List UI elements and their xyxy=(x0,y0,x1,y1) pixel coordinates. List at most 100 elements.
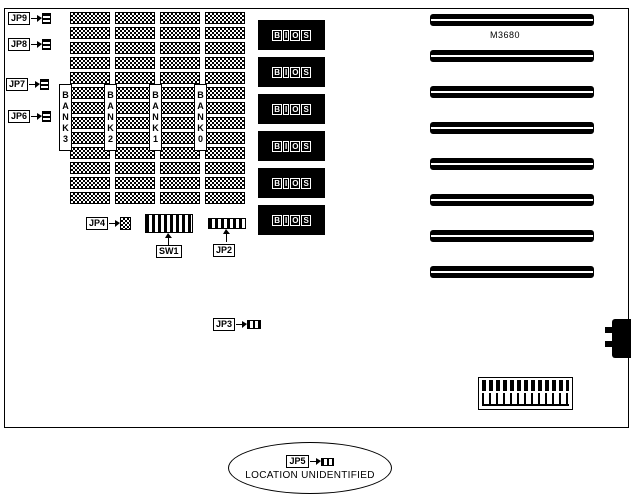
memory-chip xyxy=(205,177,245,189)
location-callout-ellipse: JP5 LOCATION UNIDENTIFIED xyxy=(228,442,392,494)
memory-chip xyxy=(205,87,245,99)
jp4-label: JP4 xyxy=(86,217,109,230)
sw1-dip-switch xyxy=(145,214,193,233)
sw1-label: SW1 xyxy=(156,245,182,258)
connector-pin xyxy=(605,327,613,333)
jp6-component xyxy=(42,111,52,122)
expansion-slot xyxy=(430,86,594,98)
bank0-label: BANK0 xyxy=(194,84,207,151)
expansion-slot xyxy=(430,194,594,206)
bios-letter: I xyxy=(282,103,290,115)
jp9-component xyxy=(42,13,52,24)
memory-chip xyxy=(70,72,110,84)
memory-chip xyxy=(115,12,155,24)
memory-chip xyxy=(160,12,200,24)
bios-letter: S xyxy=(301,66,311,78)
location-note: LOCATION UNIDENTIFIED xyxy=(245,470,375,481)
dip-header-pins xyxy=(482,393,569,406)
memory-chip xyxy=(205,102,245,114)
jp5-component xyxy=(320,457,334,466)
memory-chip xyxy=(70,147,110,159)
expansion-slot xyxy=(430,230,594,242)
expansion-slot xyxy=(430,50,594,62)
arrow-right-icon xyxy=(236,321,248,328)
jp5-jumper: JP5 xyxy=(286,455,334,468)
jp8-jumper: JP8 xyxy=(8,38,52,51)
dip-header-switches xyxy=(482,380,569,391)
arrow-up-icon xyxy=(165,233,172,245)
memory-chip xyxy=(160,147,200,159)
expansion-slot xyxy=(430,122,594,134)
jp9-jumper: JP9 xyxy=(8,12,52,25)
memory-chip xyxy=(70,57,110,69)
bank3-label: BANK3 xyxy=(59,84,72,151)
jp3-jumper: JP3 xyxy=(213,318,262,331)
bios-letter: O xyxy=(290,103,301,115)
bios-letter: S xyxy=(301,214,311,226)
keyboard-connector xyxy=(612,319,631,358)
bios-letter: O xyxy=(290,29,301,41)
memory-chip xyxy=(205,12,245,24)
jp8-component xyxy=(42,39,52,50)
memory-chip xyxy=(205,27,245,39)
bios-letter: B xyxy=(272,140,282,152)
jp7-label: JP7 xyxy=(6,78,29,91)
bios-letter: B xyxy=(272,29,282,41)
jp8-label: JP8 xyxy=(8,38,31,51)
memory-chip xyxy=(160,177,200,189)
arrow-right-icon xyxy=(309,458,321,465)
bios-letter: S xyxy=(301,29,311,41)
bios-letter: I xyxy=(282,177,290,189)
jp6-jumper: JP6 xyxy=(8,110,52,123)
memory-chip xyxy=(160,192,200,204)
arrow-right-icon xyxy=(31,113,43,120)
arrow-right-icon xyxy=(31,41,43,48)
bios-letter: B xyxy=(272,214,282,226)
bios-letter: S xyxy=(301,103,311,115)
jp4-component xyxy=(120,217,132,230)
bank2-label: BANK2 xyxy=(104,84,117,151)
arrow-right-icon xyxy=(109,220,121,227)
memory-chip xyxy=(205,117,245,129)
bios-letter: B xyxy=(272,177,282,189)
bios-letter: O xyxy=(290,66,301,78)
arrow-up-icon xyxy=(223,229,230,242)
bios-letter: S xyxy=(301,140,311,152)
expansion-slot xyxy=(430,266,594,278)
bios-letter: O xyxy=(290,140,301,152)
jp4-jumper: JP4 xyxy=(86,217,132,230)
jp7-jumper: JP7 xyxy=(6,78,50,91)
memory-chip xyxy=(70,177,110,189)
jp2-label: JP2 xyxy=(213,244,236,257)
memory-chip xyxy=(115,42,155,54)
memory-chip xyxy=(115,177,155,189)
arrow-right-icon xyxy=(31,15,43,22)
jp2-header xyxy=(208,218,246,229)
arrow-right-icon xyxy=(29,81,41,88)
expansion-slot xyxy=(430,14,594,26)
jp3-component xyxy=(247,320,262,329)
memory-chip xyxy=(160,42,200,54)
memory-bank-column xyxy=(205,12,245,204)
memory-chip xyxy=(115,162,155,174)
memory-chip xyxy=(205,57,245,69)
memory-chip xyxy=(115,57,155,69)
memory-chip xyxy=(70,162,110,174)
bios-letter: I xyxy=(282,140,290,152)
memory-chip xyxy=(115,72,155,84)
memory-bank-column xyxy=(70,12,110,204)
memory-chip xyxy=(205,132,245,144)
memory-chip xyxy=(115,147,155,159)
bios-letter: I xyxy=(282,214,290,226)
memory-chip xyxy=(160,57,200,69)
jp7-component xyxy=(40,79,50,90)
memory-chip xyxy=(205,147,245,159)
connector-pin xyxy=(605,341,613,347)
memory-chip xyxy=(70,12,110,24)
